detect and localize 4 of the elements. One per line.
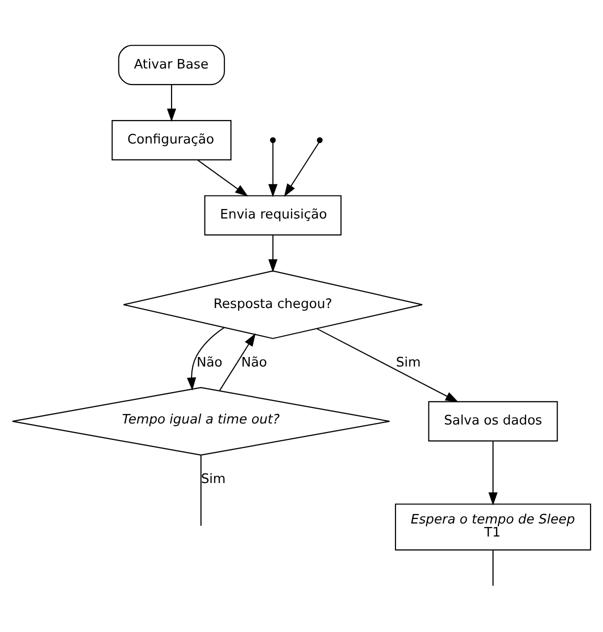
edge-label: Não: [196, 355, 222, 370]
edge-label: Sim: [200, 472, 226, 487]
edge-label: Sim: [396, 355, 421, 370]
edge-label: Não: [241, 355, 268, 370]
